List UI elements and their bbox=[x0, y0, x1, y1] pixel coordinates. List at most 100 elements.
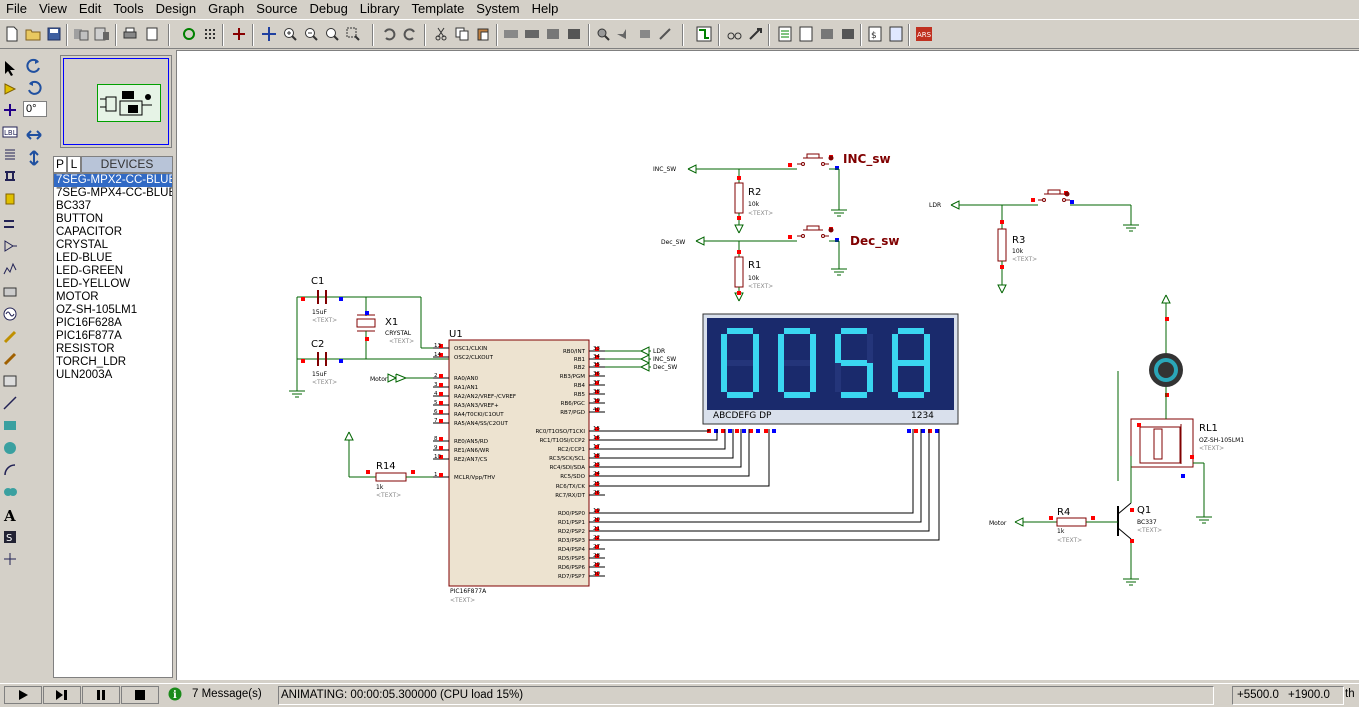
decompose-icon[interactable] bbox=[657, 25, 675, 43]
bus-icon[interactable] bbox=[1, 167, 19, 185]
device-list-item[interactable]: 7SEG-MPX2-CC-BLUE bbox=[54, 174, 173, 187]
pick-devices-tab[interactable]: P bbox=[53, 156, 67, 173]
current-probe-icon[interactable] bbox=[1, 350, 19, 368]
packaging-tool-icon[interactable] bbox=[636, 25, 654, 43]
grid-icon[interactable] bbox=[201, 25, 219, 43]
menu-edit[interactable]: Edit bbox=[78, 1, 102, 16]
library-manager-tab[interactable]: L bbox=[67, 156, 81, 173]
paste-icon[interactable] bbox=[474, 25, 492, 43]
subcircuit-icon[interactable] bbox=[1, 190, 19, 208]
open-folder-icon[interactable] bbox=[24, 25, 42, 43]
device-list-item[interactable]: PIC16F877A bbox=[56, 330, 122, 342]
rotation-angle-field[interactable]: 0° bbox=[23, 101, 47, 117]
pan-icon[interactable] bbox=[260, 25, 278, 43]
mirror-vertical-icon[interactable] bbox=[27, 150, 41, 169]
virtual-instruments-icon[interactable] bbox=[1, 372, 19, 390]
generator-icon[interactable] bbox=[1, 305, 19, 323]
export-icon[interactable] bbox=[93, 25, 111, 43]
design-explorer-icon[interactable] bbox=[887, 25, 905, 43]
menu-source[interactable]: Source bbox=[256, 1, 298, 16]
save-icon[interactable] bbox=[45, 25, 63, 43]
wire-label-icon[interactable]: LBL bbox=[1, 123, 19, 141]
menu-tools[interactable]: Tools bbox=[113, 1, 144, 16]
marker-icon[interactable] bbox=[1, 550, 19, 568]
menu-help[interactable]: Help bbox=[531, 1, 559, 16]
rotate-anticlockwise-icon[interactable] bbox=[26, 80, 42, 99]
device-list-item[interactable]: 7SEG-MPX4-CC-BLUE bbox=[56, 187, 173, 199]
box-draw-icon[interactable] bbox=[1, 416, 19, 434]
zoom-out-icon[interactable] bbox=[302, 25, 320, 43]
device-pins-icon[interactable] bbox=[1, 237, 19, 255]
bill-of-materials-icon[interactable] bbox=[776, 25, 794, 43]
junction-dot-icon[interactable] bbox=[1, 101, 19, 119]
device-list-item[interactable]: CRYSTAL bbox=[56, 239, 108, 251]
arc-draw-icon[interactable] bbox=[1, 461, 19, 479]
origin-icon[interactable] bbox=[230, 25, 248, 43]
zoom-area-icon[interactable] bbox=[344, 25, 362, 43]
menu-file[interactable]: File bbox=[6, 1, 27, 16]
overview-window[interactable] bbox=[60, 55, 172, 148]
device-list-item[interactable]: TORCH_LDR bbox=[56, 356, 127, 368]
device-list-item[interactable]: ULN2003A bbox=[56, 369, 113, 381]
new-file-icon[interactable] bbox=[3, 25, 21, 43]
text-draw-icon[interactable]: A bbox=[1, 506, 19, 524]
menu-system[interactable]: System bbox=[476, 1, 520, 16]
menu-view[interactable]: View bbox=[38, 1, 67, 16]
message-count[interactable]: 7 Message(s) bbox=[192, 688, 262, 700]
device-list-item[interactable]: BC337 bbox=[56, 200, 92, 212]
component-mode-icon[interactable] bbox=[1, 80, 19, 98]
block-move-icon[interactable] bbox=[523, 25, 541, 43]
step-button[interactable] bbox=[43, 686, 81, 704]
selection-mode-icon[interactable] bbox=[1, 59, 19, 77]
zoom-all-icon[interactable] bbox=[323, 25, 341, 43]
play-button[interactable] bbox=[4, 686, 42, 704]
ares-icon[interactable]: ARS bbox=[915, 25, 933, 43]
property-tool-icon[interactable] bbox=[747, 25, 765, 43]
pick-device-icon[interactable] bbox=[594, 25, 612, 43]
make-device-icon[interactable] bbox=[615, 25, 633, 43]
device-list-item[interactable]: PIC16F628A bbox=[56, 317, 122, 329]
line-draw-icon[interactable] bbox=[1, 394, 19, 412]
undo-icon[interactable] bbox=[380, 25, 398, 43]
graph-mode-icon[interactable] bbox=[1, 260, 19, 278]
menu-design[interactable]: Design bbox=[155, 1, 197, 16]
menu-graph[interactable]: Graph bbox=[208, 1, 245, 16]
voltage-probe-icon[interactable] bbox=[1, 328, 19, 346]
device-list-item[interactable]: LED-GREEN bbox=[56, 265, 124, 277]
wire-autorouter-icon[interactable] bbox=[695, 25, 713, 43]
print-area-icon[interactable] bbox=[143, 25, 161, 43]
search-tag-icon[interactable] bbox=[726, 25, 744, 43]
device-list-item[interactable]: RESISTOR bbox=[56, 343, 115, 355]
redo-icon[interactable] bbox=[401, 25, 419, 43]
new-sheet-icon[interactable]: $ bbox=[866, 25, 884, 43]
stop-button[interactable] bbox=[121, 686, 159, 704]
netlist-icon[interactable] bbox=[797, 25, 815, 43]
path-draw-icon[interactable] bbox=[1, 483, 19, 501]
symbol-draw-icon[interactable]: S bbox=[1, 528, 19, 546]
device-list-item[interactable]: BUTTON bbox=[56, 213, 104, 225]
rotate-clockwise-icon[interactable] bbox=[26, 58, 42, 77]
pause-button[interactable] bbox=[82, 686, 120, 704]
mirror-horizontal-icon[interactable] bbox=[26, 128, 42, 145]
block-delete-icon[interactable] bbox=[565, 25, 583, 43]
menu-debug[interactable]: Debug bbox=[309, 1, 348, 16]
circle-draw-icon[interactable] bbox=[1, 439, 19, 457]
menu-template[interactable]: Template bbox=[411, 1, 465, 16]
tape-recorder-icon[interactable] bbox=[1, 283, 19, 301]
device-list-item[interactable]: CAPACITOR bbox=[56, 226, 123, 238]
block-rotate-icon[interactable] bbox=[544, 25, 562, 43]
block-copy-icon[interactable] bbox=[502, 25, 520, 43]
overview-viewport[interactable] bbox=[63, 58, 169, 145]
copy-icon[interactable] bbox=[453, 25, 471, 43]
device-list-item[interactable]: LED-YELLOW bbox=[56, 278, 131, 290]
terminals-icon[interactable] bbox=[1, 215, 19, 233]
netlist-to-ares-icon[interactable] bbox=[839, 25, 857, 43]
zoom-in-icon[interactable] bbox=[281, 25, 299, 43]
import-icon[interactable] bbox=[72, 25, 90, 43]
device-list-item[interactable]: OZ-SH-105LM1 bbox=[56, 304, 138, 316]
redraw-icon[interactable] bbox=[180, 25, 198, 43]
cut-icon[interactable] bbox=[432, 25, 450, 43]
menu-library[interactable]: Library bbox=[359, 1, 400, 16]
print-icon[interactable] bbox=[121, 25, 139, 43]
